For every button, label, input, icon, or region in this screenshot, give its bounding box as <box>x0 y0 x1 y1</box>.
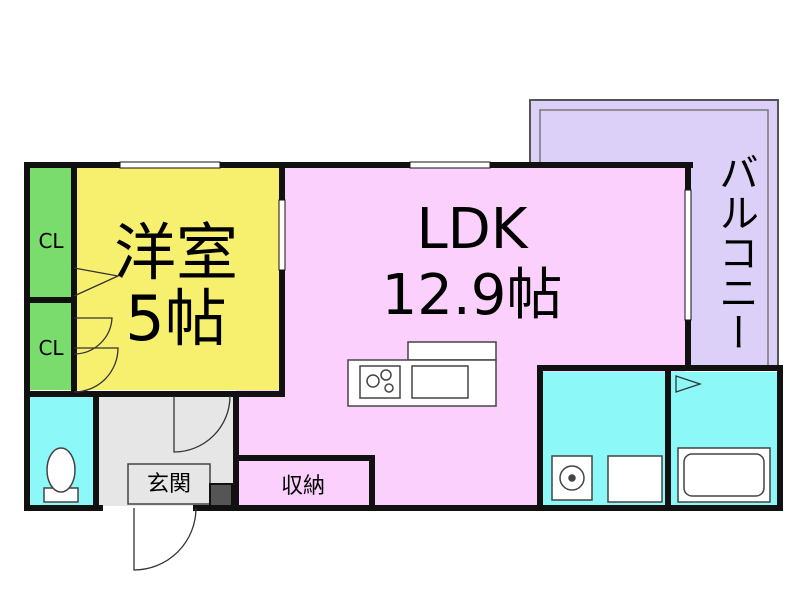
storage-label: 収納 <box>281 474 325 499</box>
kitchen-counter <box>347 341 497 407</box>
shoe-cabinet <box>209 483 233 507</box>
walls <box>24 162 783 511</box>
western-room-name: 洋室 <box>114 216 238 289</box>
washbasin <box>551 455 593 501</box>
storage-area <box>236 460 370 506</box>
bathtub <box>677 447 771 503</box>
door-swings <box>73 267 703 571</box>
ldk-size: 12.9帖 <box>382 263 563 328</box>
closet-upper-area <box>30 168 72 298</box>
balcony-name: バルコニー <box>712 152 758 352</box>
toilet <box>43 447 79 503</box>
closet-upper-label: CL <box>38 229 64 253</box>
western-room-size: 5帖 <box>125 282 226 355</box>
closet-lower-area <box>30 302 72 390</box>
closet-lower-label: CL <box>38 336 64 360</box>
entrance-label: 玄関 <box>147 472 191 497</box>
washing-machine-space <box>607 455 663 503</box>
windows <box>119 161 692 321</box>
entrance-step <box>127 463 211 505</box>
ldk-name: LDK <box>416 197 528 262</box>
